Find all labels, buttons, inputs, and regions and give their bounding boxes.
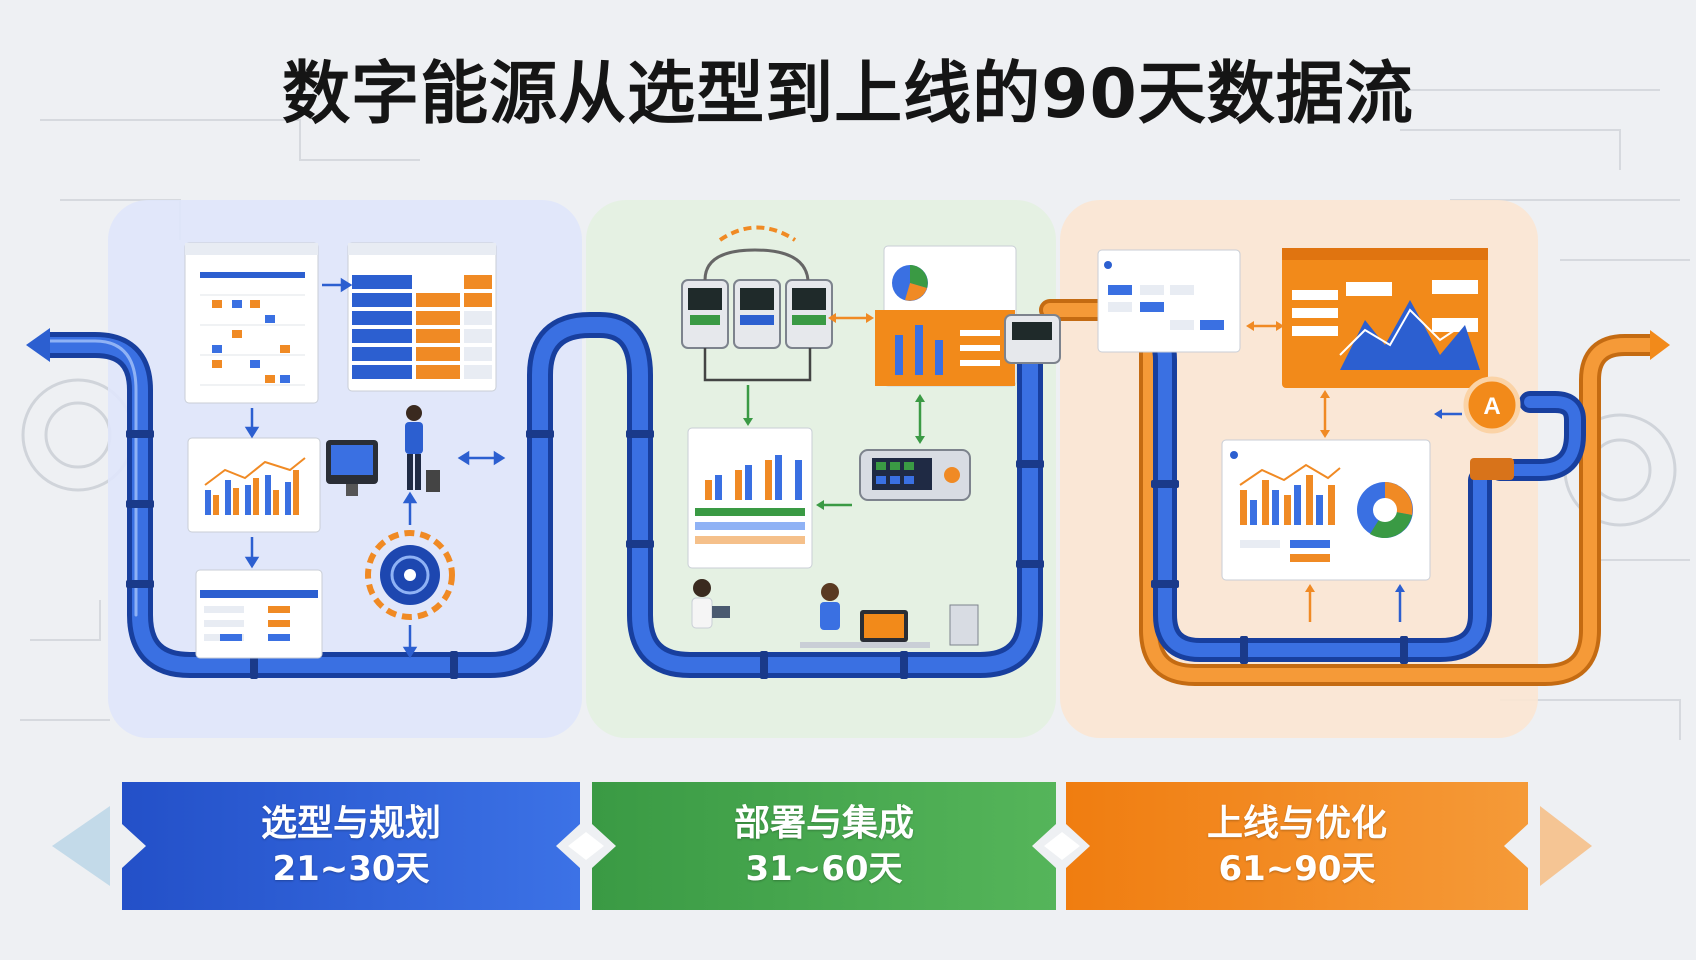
zone3-arrows xyxy=(1246,321,1462,622)
engineers-at-work xyxy=(691,579,979,648)
banner-connectors xyxy=(568,832,1080,860)
phase-duration: 61~90天 xyxy=(1218,849,1376,889)
orange-pipe-arrow xyxy=(1650,330,1670,360)
monitoring-dashboard-panel xyxy=(875,245,1017,387)
analytics-panel xyxy=(687,427,813,569)
bottom-left-arrow xyxy=(52,806,110,886)
ai-optimization-panel xyxy=(1221,439,1431,581)
ai-node-valve xyxy=(1463,376,1521,480)
ai-badge-icon: A xyxy=(1483,393,1500,420)
phase-banner-launch xyxy=(1066,782,1528,910)
phase-label-selection: 选型与规划 21~30天 xyxy=(120,782,582,910)
platform-panel-small xyxy=(1097,249,1241,353)
bar-line-chart-panel xyxy=(187,437,321,533)
phase-banner-selection xyxy=(122,782,580,910)
phase-name: 部署与集成 xyxy=(733,803,914,844)
zone1-arrows xyxy=(244,277,506,659)
phase-name: 上线与优化 xyxy=(1206,803,1387,844)
comparison-table-panel xyxy=(347,242,497,392)
phase-duration: 31~60天 xyxy=(745,849,903,889)
pipe-flanges xyxy=(126,430,1408,679)
engineer-workstation xyxy=(326,405,440,496)
phase-duration: 21~30天 xyxy=(272,849,430,889)
phase-label-deployment: 部署与集成 31~60天 xyxy=(590,782,1058,910)
page-title: 数字能源从选型到上线的90天数据流 xyxy=(282,55,1414,134)
phase-label-launch: 上线与优化 61~90天 xyxy=(1064,782,1530,910)
bottom-right-arrow xyxy=(1540,806,1592,886)
schedule-panel xyxy=(184,242,319,404)
control-unit-device xyxy=(859,449,971,501)
energy-platform-panel xyxy=(1282,248,1488,388)
meter-devices xyxy=(681,225,833,382)
phase-banner-deployment xyxy=(592,782,1056,910)
blue-pipe-arrow xyxy=(26,328,50,362)
report-panel xyxy=(195,569,323,659)
phase-name: 选型与规划 xyxy=(260,803,441,844)
zone2-arrows xyxy=(743,313,925,510)
target-gear-icon xyxy=(365,530,455,620)
meter-on-pipe xyxy=(1004,314,1061,364)
